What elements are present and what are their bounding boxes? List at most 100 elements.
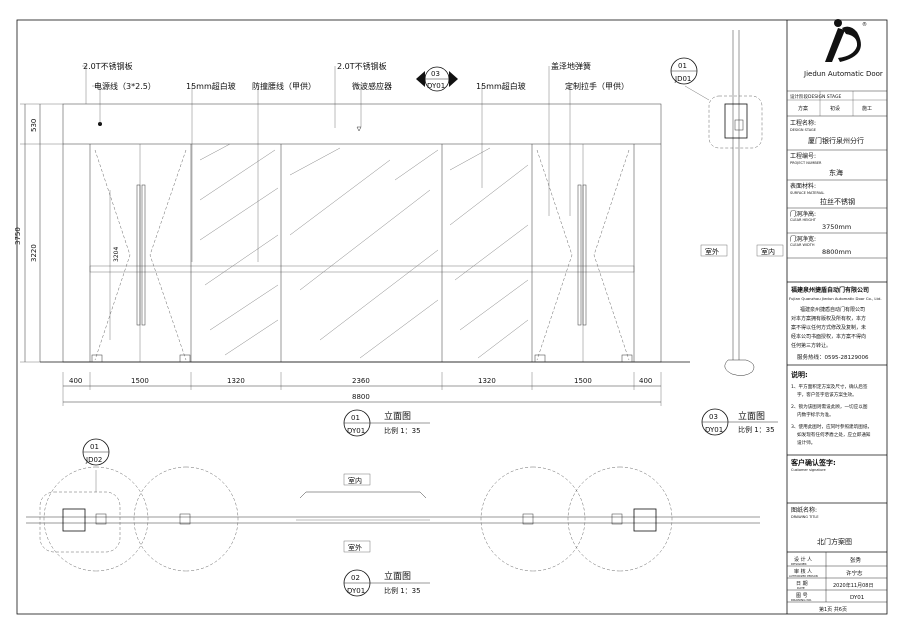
side-mark-sheet: DY01 [705,426,723,434]
customer-sign-label: 客户确认签字: [790,458,836,467]
designer: 张秀 [850,556,862,564]
door-handle-left [136,184,141,326]
side-section [684,30,763,376]
section-marker-03 [416,66,458,92]
note-line-3: 2、锁为该图则需设此顾，一切应以图 [791,403,868,410]
side-detail-number: 01 [678,62,687,70]
detail-bubble-jd01 [670,57,698,85]
customer-sign-en: Customer signature [791,468,826,472]
callout-glass-right: 15mm超白玻 [476,81,526,91]
plan-scale: 比例 1：35 [384,586,421,595]
side-title: 立面图 [738,410,765,422]
note-line-2: 字，客户签字后该方案生效。 [797,391,857,398]
date-en: DATE [797,586,805,590]
approver-en: AUTHORIZED PERSON [789,574,818,578]
dim-seg-3: 1320 [227,377,245,385]
side-scale: 比例 1：35 [738,425,775,434]
project-no-en: PROJECT NUMBER [790,161,822,165]
opening-outline [62,103,662,363]
designer-label: 设 计 人 [794,556,812,563]
side-detail-callout [708,95,763,149]
elevation-mark-sheet: DY01 [347,427,365,435]
clear-width-en: CLEAR WIDTH [790,243,815,247]
callout-steel-plate-left: 2.0T不锈钢板 [83,61,133,71]
callout-sensor: 微波感应器 [352,81,392,91]
dim-handle-height: 3204 [113,247,120,262]
copyright-line-2: 对本方案拥有版权及所有权，本方 [791,315,866,322]
date: 2020年11月08日 [833,582,873,589]
glass-hatching [199,143,529,359]
section-marker-number: 03 [431,70,440,78]
drawing-no: DY01 [850,595,864,601]
brand-name: Jiedun Automatic Door [803,70,883,78]
elevation-mark-02 [343,569,430,597]
drawing-name-label: 图纸名称: [791,506,817,514]
svg-text:®: ® [862,21,867,28]
plan-detail-sheet: JD02 [85,456,102,464]
stage-preliminary: 初设 [830,105,840,112]
designer-en: DESIGNER [791,562,807,566]
leader-lines [82,65,571,262]
callout-steel-plate-center: 2.0T不锈钢板 [337,61,387,71]
plan-inside-label: 室内 [348,476,362,485]
drawing-no-label: 图 号 [796,593,808,599]
plan-detail-number: 01 [90,443,99,451]
clear-height-en: CLEAR HEIGHT [790,218,817,222]
project-name-label: 工程名称: [790,119,816,127]
note-line-5: 3、使用此图时，应同时参照建筑图纸， [791,423,872,430]
clear-height-label: 门洞净高: [790,210,816,218]
dim-seg-7: 400 [639,377,652,385]
plan-title: 立面图 [384,570,411,582]
note-line-6: 如发现有任何矛盾之处，应立即通知 [797,431,871,438]
anti-collision-waistline [89,265,635,273]
notes-label: 说明: [791,370,808,379]
project-name-en: DESIGN STAGE [790,128,816,132]
jiedun-logo-icon: ® [825,19,867,63]
company-name-en: Fujian Quanzhou Jiedun Automatic Door Co… [789,296,882,301]
project-name: 厦门银行泉州分行 [808,136,864,145]
dim-overall-width: 8800 [352,393,370,401]
side-detail-sheet: JD01 [674,75,691,83]
callout-waistline: 防撞腰线（甲供） [252,81,316,91]
door-handle-right [577,184,582,326]
swing-indicator-left [94,149,131,361]
elevation-scale: 比例 1：35 [384,426,421,435]
dim-seg-1: 400 [69,377,82,385]
drawing-name-en: DRAWING TITLE [791,515,819,519]
date-label: 日 期 [796,581,808,587]
project-no-label: 工程编号: [790,152,816,160]
swing-indicator-right [536,149,573,361]
dim-seg-6: 1500 [574,377,592,385]
front-elevation [20,65,690,406]
page-number: 第1页 共6页 [819,606,847,613]
elevation-mark-01 [343,409,430,437]
right-wall-post [633,508,657,532]
elevation-mark-number: 01 [351,414,360,422]
material: 拉丝不锈钢 [820,197,855,206]
approver-label: 审 核 人 [794,568,812,575]
plan-mark-sheet: DY01 [347,587,365,595]
detail-bubble-jd02 [82,438,110,466]
dim-total-height: 3750 [14,227,22,245]
note-line-4: 内数字标示为准。 [797,411,834,418]
drawing-name: 北门方案图 [817,537,852,546]
copyright-line-1: 福建泉州捷盾自动门有限公司 [800,306,865,313]
callout-floor-spring: 盖泽地弹簧 [551,61,591,71]
inside-arrow [299,491,427,499]
side-inside-label: 室内 [761,247,775,256]
clear-width: 8800mm [822,248,851,256]
design-stage-label: 设计阶段DESIGN STAGE [790,93,842,100]
elevation-mark-03-side [701,408,778,436]
company-name-cn: 福建泉州捷盾自动门有限公司 [790,286,869,294]
dim-door-height: 3220 [30,244,38,262]
door-swing-arcs [43,466,673,572]
approver: 许宁志 [846,569,863,577]
clear-height: 3750mm [822,223,851,231]
left-wall-post [62,508,86,532]
microwave-sensor-icon [356,126,362,132]
dim-seg-4: 2360 [352,377,370,385]
title-block [787,90,887,603]
note-line-7: 设计师。 [797,439,815,446]
